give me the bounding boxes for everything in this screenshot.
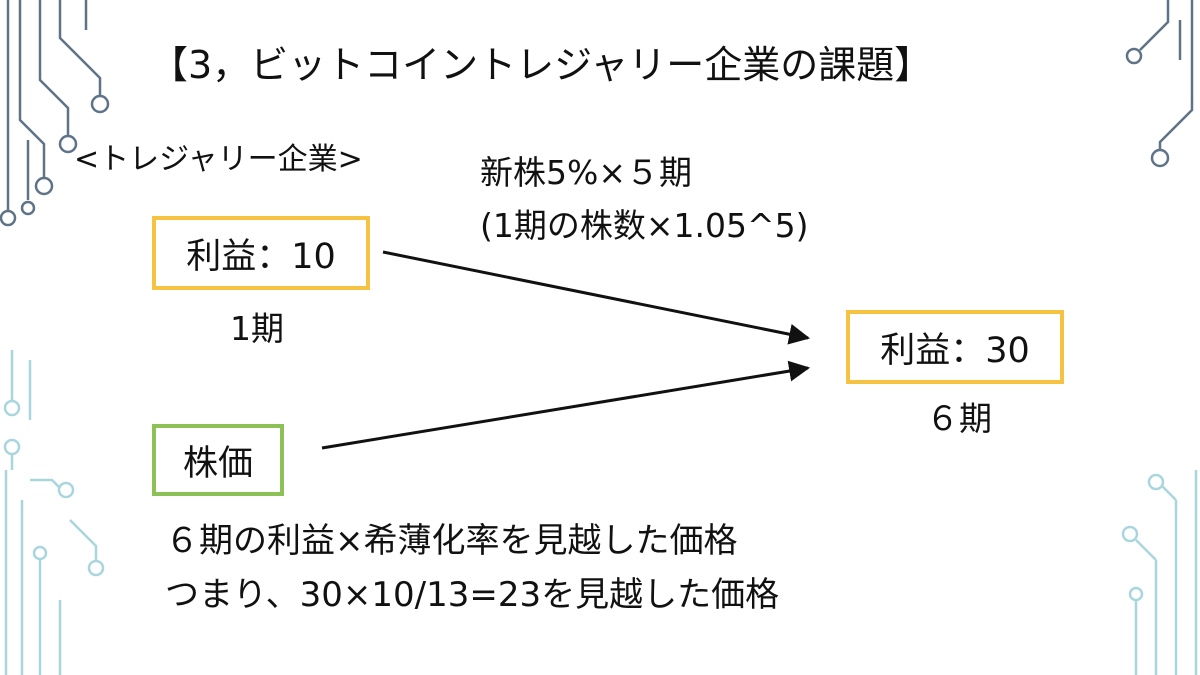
stock-price-box: 株価 — [152, 424, 284, 496]
stock-price-text: 株価 — [182, 443, 253, 484]
slide-title: 【3，ビットコイントレジャリー企業の課題】 — [150, 43, 933, 87]
profit-period6-text: 利益：30 — [880, 330, 1030, 371]
explanation-line1: ６期の利益×希薄化率を見越した価格 — [165, 521, 738, 561]
explanation-line2: つまり、30×10/13=23を見越した価格 — [165, 575, 780, 615]
section-label: <トレジャリー企業> — [74, 142, 363, 177]
arrow-profit-to-profit — [382, 250, 811, 345]
profit-period1-box: 利益：10 — [152, 216, 370, 290]
profit-period6-box: 利益：30 — [846, 310, 1064, 384]
dilution-note-line2: (1期の株数×1.05^5) — [480, 206, 809, 245]
arrow-stockprice-to-profit — [321, 360, 811, 450]
dilution-note-line1: 新株5%×５期 — [480, 153, 693, 192]
profit-period1-text: 利益：10 — [186, 236, 336, 277]
period6-label: ６期 — [926, 399, 992, 438]
period1-label: 1期 — [230, 309, 284, 348]
